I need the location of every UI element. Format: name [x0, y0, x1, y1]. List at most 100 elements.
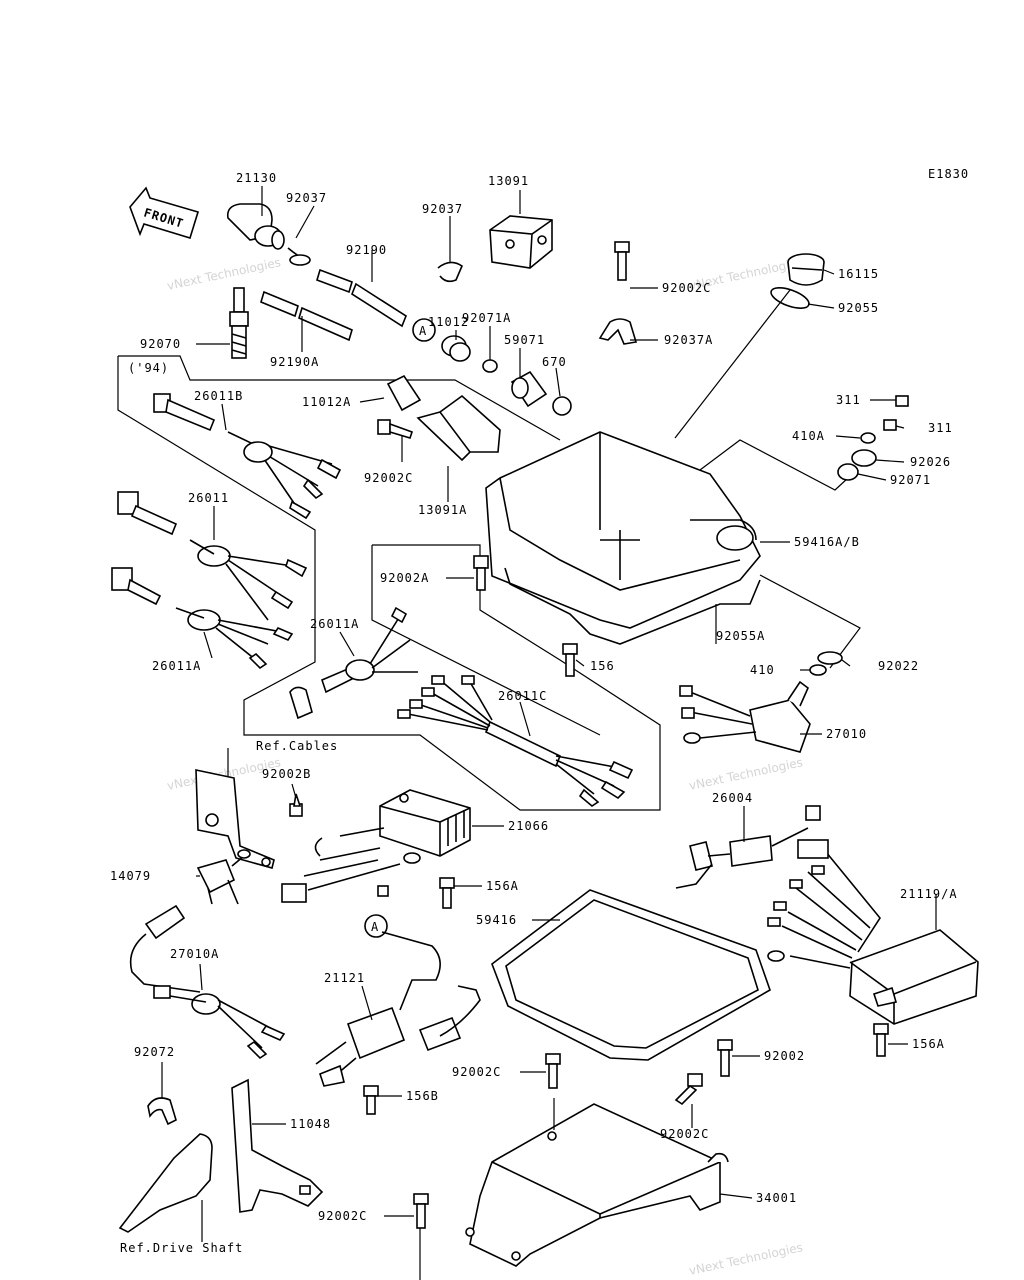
part-label: 156A	[486, 879, 519, 893]
part-14079	[196, 849, 251, 905]
washer-410a	[860, 432, 876, 444]
grommet-92026	[851, 449, 877, 467]
marker-a-top: A	[412, 318, 436, 342]
ref-cables-note: Ref.Cables	[256, 739, 338, 753]
watermark: vNext Technologies	[688, 755, 804, 793]
clip-92072	[147, 1097, 177, 1126]
watermark: vNext Technologies	[166, 255, 282, 293]
part-label: 92002C	[662, 281, 711, 295]
o-ring-670	[552, 396, 572, 416]
fitting-59071	[510, 370, 548, 408]
part-label: 16115	[838, 267, 879, 281]
part-label: 92002B	[262, 767, 311, 781]
grommet-92071a	[482, 359, 498, 373]
part-label: 670	[542, 355, 567, 369]
grommet-92071	[837, 463, 859, 481]
part-label: 92071	[890, 473, 931, 487]
part-label: 27010	[826, 727, 867, 741]
tube-92190a	[260, 290, 353, 342]
o-ring-92055	[770, 287, 810, 309]
part-label: 11012A	[302, 395, 351, 409]
part-label: 26011A	[310, 617, 359, 631]
part-labels: 21130 92037 92190 92037 13091 11012 9207…	[110, 171, 958, 1223]
part-label: 311	[928, 421, 953, 435]
cable-bracket	[195, 769, 275, 869]
part-label: 13091A	[418, 503, 467, 517]
cap-11012a	[386, 374, 422, 412]
bolt-156-mid	[562, 643, 578, 677]
switch-27010	[679, 680, 811, 753]
part-label: 92037	[422, 202, 463, 216]
clip-92037	[437, 261, 463, 283]
part-label: 26011C	[498, 689, 547, 703]
bolt-92002c-left	[377, 419, 414, 439]
harness-26011b	[153, 393, 342, 520]
part-label: 21066	[508, 819, 549, 833]
part-label: 14079	[110, 869, 151, 883]
bolt-156b	[363, 1085, 379, 1115]
part-label: 11048	[290, 1117, 331, 1131]
part-label: 26011	[188, 491, 229, 505]
marker-a-bottom: A	[364, 914, 388, 938]
coil-21121	[315, 931, 481, 1087]
bolt-92002-right	[717, 1039, 733, 1077]
harness-26011	[117, 491, 308, 621]
part-label: 410A	[792, 429, 825, 443]
part-label: 92022	[878, 659, 919, 673]
plate-59416	[491, 889, 771, 1061]
diagram-code: E1830	[928, 167, 969, 181]
ref-drive-shaft-note: Ref.Drive Shaft	[120, 1241, 243, 1255]
part-label: 11012	[428, 315, 469, 329]
fuse-26004	[675, 805, 821, 889]
part-label: 59416	[476, 913, 517, 927]
bolt-92002c-br	[674, 1073, 703, 1106]
part-label: 92072	[134, 1045, 175, 1059]
watermark: vNext Technologies	[688, 1240, 804, 1278]
part-label: 92037	[286, 191, 327, 205]
washer-92022	[817, 651, 843, 665]
part-label: 92002C	[452, 1065, 501, 1079]
part-label: 92055A	[716, 629, 765, 643]
part-label: 92002C	[364, 471, 413, 485]
bolt-92002c-bottom	[545, 1053, 561, 1089]
bolt-92002c-bl	[413, 1193, 429, 1229]
bolt-92002a	[473, 555, 489, 591]
front-arrow-icon: FRONT	[129, 186, 200, 239]
part-label: 92070	[140, 337, 181, 351]
harness-26011c	[397, 675, 634, 807]
part-label: 92190	[346, 243, 387, 257]
part-label: 156B	[406, 1089, 439, 1103]
nut-311-b	[883, 419, 897, 431]
sensor-27010a	[129, 904, 286, 1060]
cdi-box-21119a	[767, 839, 979, 1025]
clamp-92037a	[598, 318, 638, 345]
year-note: ('94)	[128, 361, 169, 375]
part-label: 92002C	[660, 1127, 709, 1141]
part-label: 34001	[756, 1191, 797, 1205]
part-label: 21130	[236, 171, 277, 185]
nut-311-a	[895, 395, 909, 407]
tube-92190	[316, 268, 407, 328]
part-label: 92055	[838, 301, 879, 315]
part-label: 92071A	[462, 311, 511, 325]
cap-11012	[441, 335, 471, 362]
part-label: 156	[590, 659, 615, 673]
electric-box	[485, 431, 761, 645]
bolt-156a-right	[873, 1023, 889, 1057]
part-label: 92037A	[664, 333, 713, 347]
part-label: 21119/A	[900, 887, 958, 901]
base-bracket-34001	[465, 1103, 729, 1267]
svg-text:A: A	[371, 920, 379, 934]
part-label: 92026	[910, 455, 951, 469]
bolt-92002c-top	[614, 241, 630, 281]
part-label: 156A	[912, 1037, 945, 1051]
washer-410	[809, 664, 827, 676]
part-label: 92002C	[318, 1209, 367, 1223]
part-label: 92190A	[270, 355, 319, 369]
bolt-156a-mid	[439, 877, 455, 909]
harness-26011a-left	[111, 567, 294, 670]
part-label: 92002A	[380, 571, 429, 585]
part-label: 26011B	[194, 389, 243, 403]
elbow-hose	[226, 203, 311, 266]
